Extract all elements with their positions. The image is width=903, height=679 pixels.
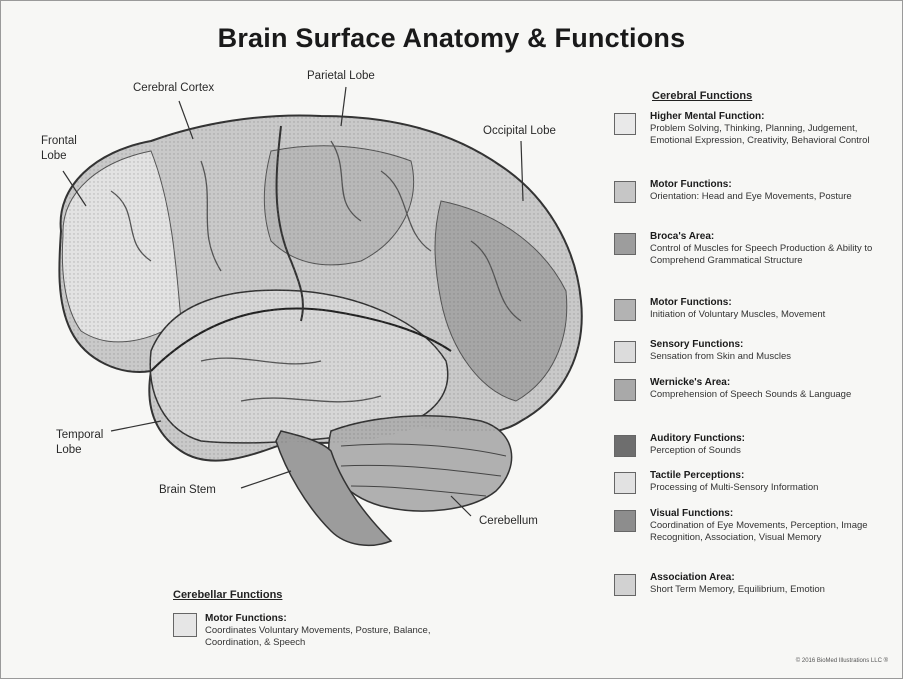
legend-item-desc: Coordinates Voluntary Movements, Posture… [205,625,465,649]
leader-temporal-lobe [111,421,161,431]
legend-swatch [614,574,636,596]
legend-item-desc: Perception of Sounds [650,445,900,457]
legend-item-name: Motor Functions: [650,179,732,191]
copyright-notice: © 2016 BioMed Illustrations LLC ® [796,658,888,664]
legend-item-name: Wernicke's Area: [650,377,730,389]
legend-item-name: Auditory Functions: [650,433,745,445]
legend-item-name: Visual Functions: [650,508,733,520]
legend-item-name: Motor Functions: [650,297,732,309]
legend-swatch [614,299,636,321]
legend-swatch [614,379,636,401]
legend-swatch [614,510,636,532]
legend-swatch [173,613,197,637]
brain-illustration [1,1,601,679]
legend-item-name: Association Area: [650,572,735,584]
legend-swatch [614,181,636,203]
label-cerebellum: Cerebellum [479,514,538,529]
legend-item-desc: Initiation of Voluntary Muscles, Movemen… [650,309,900,321]
legend-item-desc: Processing of Multi-Sensory Information [650,482,900,494]
legend-item-desc: Problem Solving, Thinking, Planning, Jud… [650,123,900,146]
label-temporal-lobe: Temporal Lobe [56,428,103,458]
label-occipital-lobe: Occipital Lobe [483,124,556,139]
legend-item-desc: Control of Muscles for Speech Production… [650,243,900,266]
legend-item-name: Higher Mental Function: [650,111,764,123]
leader-brain-stem [241,471,291,488]
legend-item-name: Motor Functions: [205,613,287,624]
legend-swatch [614,233,636,255]
legend-item-desc: Comprehension of Speech Sounds & Languag… [650,389,900,401]
label-parietal-lobe: Parietal Lobe [307,69,375,84]
cerebellar-functions-heading: Cerebellar Functions [173,589,282,601]
legend-item-desc: Orientation: Head and Eye Movements, Pos… [650,191,900,203]
legend-item-name: Broca's Area: [650,231,714,243]
legend-item-desc: Sensation from Skin and Muscles [650,351,900,363]
legend-item-desc: Short Term Memory, Equilibrium, Emotion [650,584,900,596]
legend-item-name: Sensory Functions: [650,339,743,351]
label-cerebral-cortex: Cerebral Cortex [133,81,214,96]
label-frontal-lobe: Frontal Lobe [41,134,77,164]
legend-swatch [614,113,636,135]
legend-swatch [614,341,636,363]
cerebral-functions-heading: Cerebral Functions [652,90,752,102]
legend-item-name: Tactile Perceptions: [650,470,744,482]
legend-swatch [614,472,636,494]
label-brain-stem: Brain Stem [159,483,216,498]
legend-item-desc: Coordination of Eye Movements, Perceptio… [650,520,900,543]
legend-swatch [614,435,636,457]
